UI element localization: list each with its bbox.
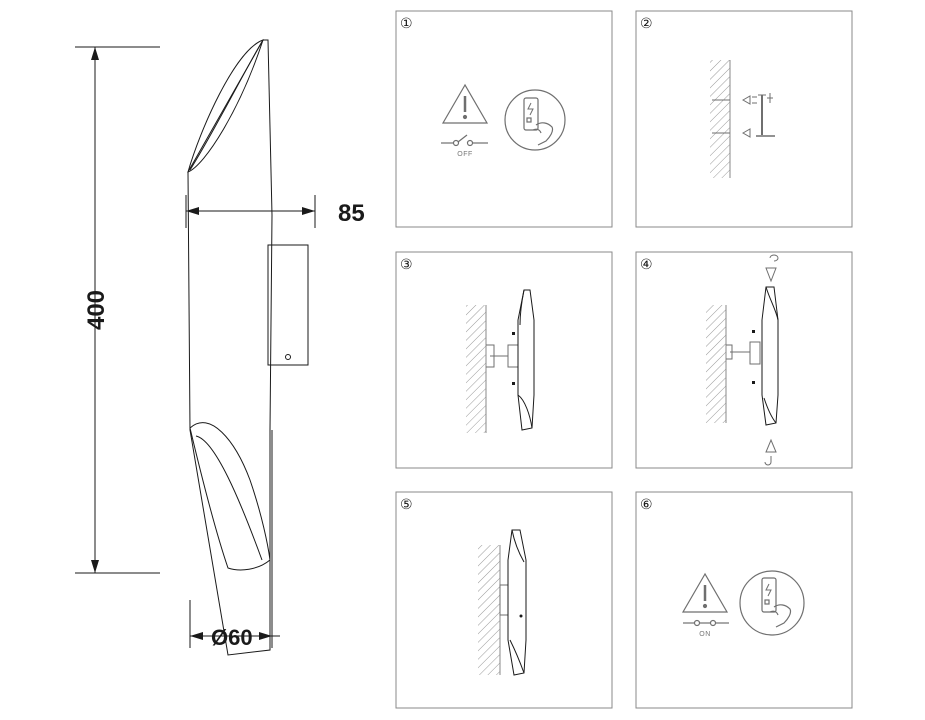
phase-tester-icon [739, 570, 805, 636]
lamp-top-inner-curve [189, 39, 264, 171]
wall-hatch [466, 305, 486, 433]
height-arrow-top [91, 47, 99, 60]
depth-label: 85 [338, 200, 365, 227]
diameter-arrow-left [190, 632, 203, 640]
mounting-screw [285, 354, 291, 360]
step-panel-2 [635, 10, 853, 228]
step-number-2: ② [640, 16, 653, 32]
step-panel-5 [395, 491, 613, 709]
step-panel-3 [395, 251, 613, 469]
step-panel-1 [395, 10, 613, 228]
lamp-top-opening [187, 39, 264, 173]
step-6-illustration [681, 570, 805, 636]
diameter-label: Ø60 [211, 625, 253, 650]
height-arrow-bottom [91, 560, 99, 573]
dimension-drawing [75, 39, 316, 656]
switch-off-icon [441, 134, 488, 147]
wall-anchor-icon [741, 95, 757, 138]
step-panel-6 [635, 491, 853, 709]
depth-arrow-left [186, 207, 199, 215]
mounting-box [267, 244, 309, 366]
wall-hatch [710, 60, 730, 178]
depth-arrow-right [302, 207, 315, 215]
step-5-illustration [478, 529, 527, 676]
step-2-illustration [710, 60, 775, 178]
switch-on-icon [683, 619, 729, 627]
wall-hatch [706, 305, 726, 423]
lamp-body-outline [187, 39, 273, 656]
step-number-4: ④ [640, 257, 653, 273]
wall-hatch [478, 545, 500, 675]
step-4-illustration [706, 254, 779, 466]
step-number-1: ① [400, 16, 413, 32]
lamp-bottom-opening [189, 422, 271, 571]
screw-icon [758, 93, 773, 135]
phase-tester-icon [504, 89, 566, 151]
step-3-illustration [466, 289, 535, 433]
step-panel-4 [635, 251, 853, 469]
screw-icon [764, 254, 779, 466]
height-label: 400 [83, 290, 110, 330]
lamp-side-view [517, 289, 535, 431]
step-number-3: ③ [400, 257, 413, 273]
switch-on-label: ON [699, 631, 711, 638]
warning-triangle-icon [681, 572, 729, 613]
step-number-5: ⑤ [400, 497, 413, 513]
diameter-arrow-right [259, 632, 272, 640]
step-number-6: ⑥ [640, 497, 653, 513]
lamp-bottom-inner-curve [195, 435, 263, 561]
lamp-side-view [761, 286, 779, 426]
step-1-illustration [441, 83, 566, 151]
switch-off-label: OFF [457, 151, 473, 158]
warning-triangle-icon [441, 83, 489, 124]
lamp-side-view [499, 529, 527, 676]
